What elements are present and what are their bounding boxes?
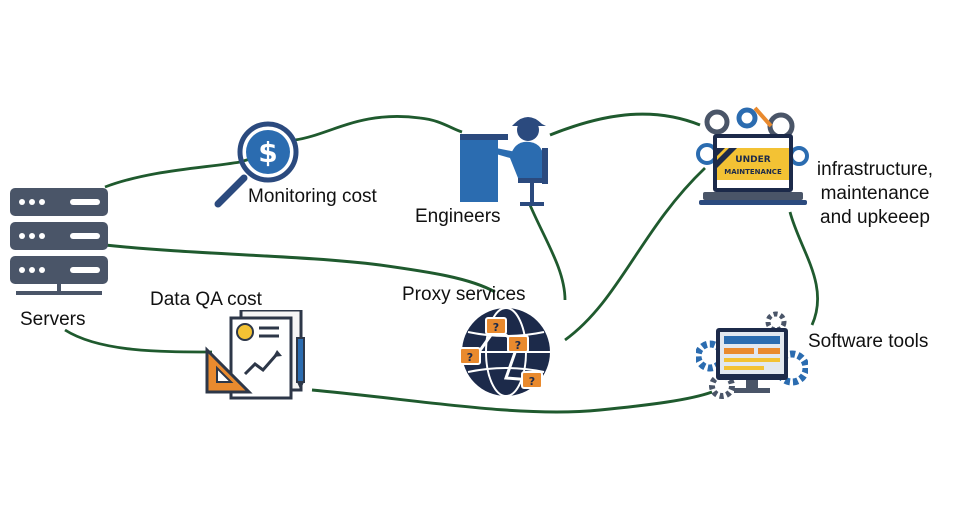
infrastructure-label-line-3: and upkeeep [820,207,930,228]
monitoring-cost-label: Monitoring cost [248,186,377,207]
question-badge-4: ? [529,375,535,388]
infrastructure-label-line-1: infrastructure, [816,159,934,180]
under-badge: UNDER [735,155,770,165]
documents-chart-icon [205,310,305,400]
dollar-glyph: $ [258,136,277,169]
question-badge-2: ? [467,351,473,364]
engineers-label: Engineers [415,206,501,227]
question-badge-3: ? [515,339,521,352]
software-tools-label: Software tools [808,331,929,352]
connector-infrastructure-software [788,211,819,326]
maintenance-badge: MAINTENANCE [724,168,782,176]
magnifier-dollar-icon: $ [214,121,299,208]
connector-proxy-infrastructure [564,166,706,342]
question-badge-1: ? [493,321,499,334]
servers-label: Servers [20,309,86,330]
data-qa-cost-label: Data QA cost [150,289,262,310]
connector-engineers-proxy [528,204,567,301]
connector-monitoring-engineers [294,115,463,142]
connector-servers-monitoring [104,154,261,189]
under-maintenance-laptop-icon: UNDER MAINTENANCE [696,106,809,205]
connector-servers-dataqa [64,328,213,354]
infrastructure-label: infrastructure, maintenance and upkeeep [805,158,945,230]
globe-network-icon: ? ? ? ? [459,307,550,397]
monitor-gears-icon [696,311,808,399]
connector-dataqa-software [311,388,713,414]
server-rack-icon [10,188,108,295]
engineer-at-desk-icon [460,117,548,206]
proxy-services-label: Proxy services [402,284,526,305]
connector-engineers-infrastructure [549,112,701,137]
connector-servers-proxy [104,243,496,294]
infrastructure-label-line-2: maintenance [820,183,930,204]
